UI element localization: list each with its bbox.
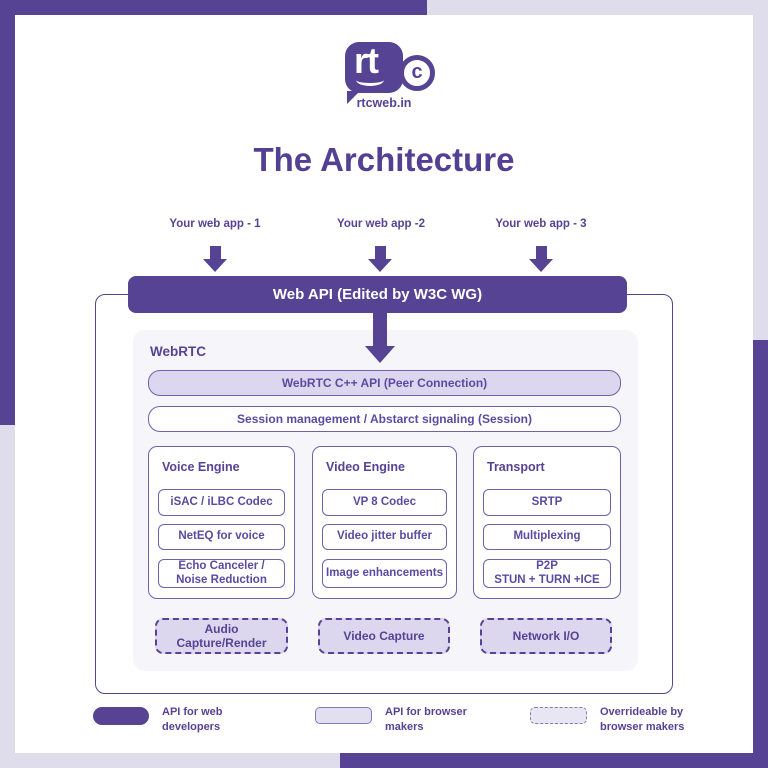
transport-column: Transport SRTP Multiplexing P2P STUN + T… [473,446,621,599]
video-capture-box: Video Capture [318,618,450,654]
transport-title: Transport [487,460,545,474]
legend-overrideable: Overrideable by browser makers [530,705,684,735]
logo-bubble-tail-icon [347,91,360,104]
legend-light-swatch-icon [315,707,372,724]
webrtc-panel-title: WebRTC [150,344,206,359]
web-app-label-2: Your web app -2 [337,218,425,230]
frame-top-lavender [427,0,768,15]
down-arrow-icon [365,313,395,363]
transport-item: P2P STUN + TURN +ICE [483,559,611,588]
voice-engine-item: Echo Canceler / Noise Reduction [158,559,285,588]
video-engine-item: Image enhancements [322,559,447,588]
transport-item: SRTP [483,489,611,516]
web-app-label-3: Your web app - 3 [495,218,587,230]
video-engine-title: Video Engine [326,460,405,474]
down-arrow-icon [529,246,553,272]
logo-speech-bubble-icon: rt [345,40,403,93]
voice-engine-item: NetEQ for voice [158,524,285,550]
cpp-api-bar: WebRTC C++ API (Peer Connection) [148,370,621,396]
legend-solid-swatch-icon [93,707,149,725]
video-engine-item: VP 8 Codec [322,489,447,516]
frame-left-dark [0,0,15,425]
legend-api-browser-makers: API for browser makers [315,705,467,735]
session-management-bar: Session management / Abstarct signaling … [148,406,621,432]
frame-left-lavender [0,425,15,768]
audio-capture-box: Audio Capture/Render [155,618,288,654]
legend-api-web-developers: API for web developers [93,705,223,735]
video-engine-item: Video jitter buffer [322,524,447,550]
transport-item: Multiplexing [483,524,611,550]
voice-engine-column: Voice Engine iSAC / iLBC Codec NetEQ for… [148,446,295,599]
web-api-banner: Web API (Edited by W3C WG) [128,276,627,313]
logo-c-icon: c [399,55,435,91]
frame-bottom-dark [340,753,768,768]
web-app-label-1: Your web app - 1 [169,218,261,230]
frame-right-dark [753,340,768,768]
frame-top-dark [0,0,427,15]
down-arrow-icon [368,246,392,272]
webrtc-panel: WebRTC WebRTC C++ API (Peer Connection) … [133,330,638,671]
network-io-box: Network I/O [480,618,612,654]
frame-right-lavender [753,0,768,340]
logo-smile-icon [356,74,384,86]
page-title: The Architecture [253,141,515,178]
logo-c-text: c [411,61,423,83]
voice-engine-title: Voice Engine [162,460,240,474]
legend-label: API for web developers [162,706,223,733]
down-arrow-icon [203,246,227,272]
voice-engine-item: iSAC / iLBC Codec [158,489,285,516]
video-engine-column: Video Engine VP 8 Codec Video jitter buf… [312,446,457,599]
legend-label: API for browser makers [385,706,467,733]
legend-dashed-swatch-icon [530,707,587,724]
legend-label: Overrideable by browser makers [600,706,685,733]
logo-site-text: rtcweb.in [356,96,412,110]
frame-bottom-lavender [0,753,340,768]
